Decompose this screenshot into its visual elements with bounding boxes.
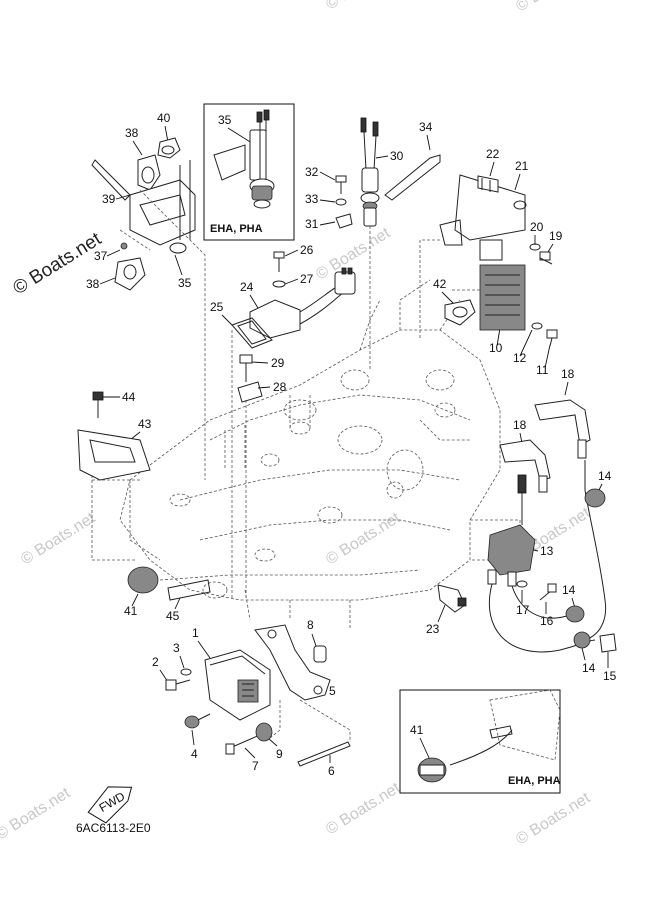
watermark-text: © Boats.net (0, 784, 74, 843)
callout-14: 14 (582, 661, 596, 675)
callout-41: 41 (124, 604, 138, 618)
ignition-group: 18 18 14 13 14 17 16 14 15 (426, 367, 617, 683)
inset-label: EHA, PHA (508, 775, 561, 787)
sensor-group: 26 27 24 25 29 28 (210, 243, 356, 600)
callout-11: 11 (536, 363, 549, 377)
callout-1: 1 (192, 626, 199, 640)
watermark-text: © Boats.net (323, 779, 404, 838)
callout-8: 8 (307, 618, 314, 632)
callout-43: 43 (138, 417, 152, 431)
callout-24: 24 (240, 280, 254, 294)
callout-9: 9 (276, 747, 283, 761)
callout-6: 6 (328, 764, 335, 778)
callout-44: 44 (122, 390, 136, 404)
watermark-text: © Boats.net (513, 0, 594, 15)
callout-23: 23 (426, 622, 440, 636)
callout-37: 37 (94, 249, 108, 263)
callout-16: 16 (540, 614, 554, 628)
callout-4: 4 (191, 747, 198, 761)
watermark-text: © Boats.net (513, 789, 594, 848)
callout-15: 15 (603, 669, 617, 683)
callout-32: 32 (305, 165, 319, 179)
hanger-group: 44 43 41 45 (77, 390, 211, 623)
callout-34: 34 (419, 120, 433, 134)
inset-top: 35 EHA, PHA (203, 103, 295, 241)
callout-13: 13 (540, 544, 554, 558)
callout-45: 45 (166, 609, 180, 623)
callout-26: 26 (300, 243, 314, 257)
drawing-code: 6AC6113-2E0 (76, 821, 151, 835)
callout-38: 38 (125, 126, 139, 140)
callout-30: 30 (390, 149, 404, 163)
engine-block (119, 279, 521, 630)
wiring-top: 34 30 32 33 31 (305, 117, 441, 370)
callout-5: 5 (329, 684, 336, 698)
callout-20: 20 (530, 220, 544, 234)
callout-39: 39 (102, 192, 116, 206)
bracket-group: 40 38 39 37 38 35 (86, 111, 206, 480)
inset-bottom: 41 EHA, PHA (399, 689, 561, 794)
inset-label: EHA, PHA (210, 223, 263, 235)
callout-33: 33 (305, 192, 319, 206)
callout-18: 18 (561, 367, 575, 381)
callout-35: 35 (178, 276, 192, 290)
fwd-label: FWD (97, 789, 128, 815)
callout-25: 25 (210, 300, 224, 314)
callout-12: 12 (513, 351, 527, 365)
callout-22: 22 (486, 147, 500, 161)
watermarks: © Boats.net © Boats.net © Boats.net © Bo… (0, 0, 594, 848)
callout-41: 41 (410, 723, 424, 737)
callout-14: 14 (562, 583, 576, 597)
callout-3: 3 (173, 641, 180, 655)
callout-2: 2 (152, 655, 159, 669)
callout-38: 38 (86, 277, 100, 291)
callout-14: 14 (598, 469, 612, 483)
callout-10: 10 (489, 341, 503, 355)
callout-42: 42 (433, 277, 447, 291)
callout-7: 7 (252, 759, 259, 773)
callout-17: 17 (516, 603, 530, 617)
watermark-text: © Boats.net (323, 0, 404, 13)
rectifier-group: 22 21 20 19 42 10 12 11 (419, 147, 563, 377)
callout-19: 19 (549, 229, 563, 243)
callout-21: 21 (515, 159, 529, 173)
callout-35: 35 (218, 113, 232, 127)
lower-group: 1 2 3 4 5 6 7 8 9 (152, 618, 351, 778)
callout-31: 31 (305, 217, 319, 231)
watermark-text: © Boats.net (18, 509, 99, 568)
watermark-text: © Boats.net (323, 509, 404, 568)
callout-18: 18 (513, 418, 527, 432)
callout-40: 40 (157, 111, 171, 125)
callout-28: 28 (273, 380, 287, 394)
callout-29: 29 (271, 356, 285, 370)
callout-27: 27 (300, 272, 314, 286)
